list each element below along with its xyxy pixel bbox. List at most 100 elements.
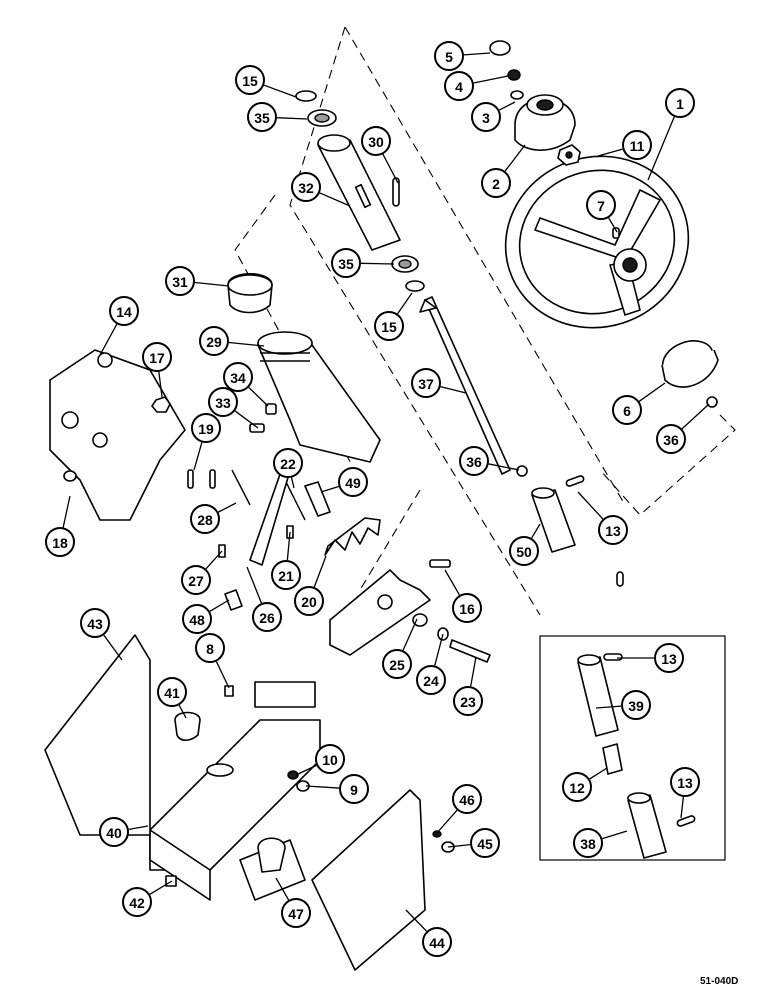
callout-circle <box>416 665 446 695</box>
callout-5: 5 <box>434 41 491 71</box>
washer-10 <box>287 770 299 780</box>
leader-line <box>434 633 444 666</box>
callout-48: 48 <box>182 599 230 634</box>
callout-45: 45 <box>447 828 500 858</box>
leader-line <box>275 877 290 901</box>
callout-circle <box>459 446 489 476</box>
leader-line <box>402 618 418 651</box>
leader-line <box>149 880 173 895</box>
leader-line <box>218 502 237 513</box>
column-housing-29 <box>257 331 381 463</box>
hub-nut <box>489 40 524 100</box>
callout-circle <box>382 649 412 679</box>
leader-line <box>602 830 628 840</box>
callout-label: 23 <box>460 694 476 710</box>
callout-2: 2 <box>481 144 526 198</box>
leader-line <box>103 634 123 661</box>
callout-43: 43 <box>80 608 123 661</box>
sleeve-49 <box>304 481 331 517</box>
callout-circle <box>80 608 110 638</box>
cover-ring <box>661 340 719 388</box>
left-bracket-14 <box>49 349 186 521</box>
leader-line <box>382 153 399 184</box>
leader-line <box>295 764 317 776</box>
callout-14: 14 <box>99 296 139 356</box>
callout-circle <box>598 515 628 545</box>
callout-15: 15 <box>374 292 413 341</box>
leader-line <box>597 148 623 157</box>
leader-line <box>488 463 520 471</box>
callout-label: 16 <box>459 601 475 617</box>
callout-circle <box>291 172 321 202</box>
leader-line <box>319 192 351 207</box>
pin-48 <box>224 589 243 611</box>
callouts: 1234567891011121314151617181920212223242… <box>45 41 710 957</box>
callout-circle <box>422 927 452 957</box>
callout-label: 15 <box>242 73 258 89</box>
callout-23: 23 <box>453 656 483 716</box>
callout-label: 44 <box>429 935 445 951</box>
callout-label: 6 <box>623 403 631 419</box>
leader-line <box>681 403 710 430</box>
callout-39: 39 <box>595 690 651 720</box>
callout-label: 25 <box>389 657 405 673</box>
callout-label: 11 <box>630 138 645 154</box>
callout-label: 14 <box>116 304 132 320</box>
callout-46: 46 <box>435 784 482 835</box>
callout-circle <box>509 536 539 566</box>
callout-circle <box>612 395 642 425</box>
callout-37: 37 <box>411 368 467 398</box>
leader-line <box>128 825 149 831</box>
leader-line <box>320 485 339 493</box>
callout-circle <box>281 898 311 928</box>
callout-label: 29 <box>206 334 222 350</box>
leader-line <box>440 386 467 394</box>
steering-shaft <box>419 296 511 475</box>
washer-25 <box>412 613 428 627</box>
leader-line <box>158 371 163 398</box>
leader-line <box>193 442 203 471</box>
toothed-plate-20 <box>324 517 381 556</box>
leader-line <box>286 531 291 561</box>
callout-circle <box>235 65 265 95</box>
callout-label: 32 <box>298 180 314 196</box>
leader-line <box>305 785 340 789</box>
callout-4: 4 <box>444 71 509 101</box>
circlip-36b <box>516 465 528 477</box>
callout-circle <box>374 311 404 341</box>
callout-16: 16 <box>444 569 482 623</box>
bolt-23 <box>449 639 491 663</box>
callout-label: 27 <box>188 573 204 589</box>
side-panel-44 <box>311 789 426 971</box>
leader-line <box>209 599 230 612</box>
callout-circle <box>182 604 212 634</box>
callout-31: 31 <box>165 266 230 296</box>
callout-circle <box>252 602 282 632</box>
callout-circle <box>452 593 482 623</box>
column-ring-31 <box>227 273 273 314</box>
callout-label: 17 <box>149 350 165 366</box>
leader-line <box>531 523 541 539</box>
leader-line <box>647 116 675 181</box>
bolt-18 <box>63 470 77 482</box>
leader-line <box>589 767 608 780</box>
callout-36: 36 <box>459 446 520 476</box>
callout-circle <box>331 248 361 278</box>
callout-20: 20 <box>294 555 327 616</box>
callout-label: 33 <box>215 395 231 411</box>
callout-49: 49 <box>320 467 368 497</box>
leader-line <box>638 382 666 402</box>
callout-label: 35 <box>254 110 270 126</box>
callout-label: 35 <box>338 256 354 272</box>
bearing-35-lower <box>391 255 419 273</box>
leader-line <box>234 410 259 429</box>
pins-19 <box>187 469 216 489</box>
callout-circle <box>444 71 474 101</box>
callout-circle <box>621 690 651 720</box>
callout-label: 15 <box>381 319 397 335</box>
washer-15-top <box>295 90 317 102</box>
leader-line <box>595 705 622 709</box>
callout-label: 19 <box>198 421 214 437</box>
callout-label: 36 <box>466 454 482 470</box>
callout-circle <box>453 686 483 716</box>
